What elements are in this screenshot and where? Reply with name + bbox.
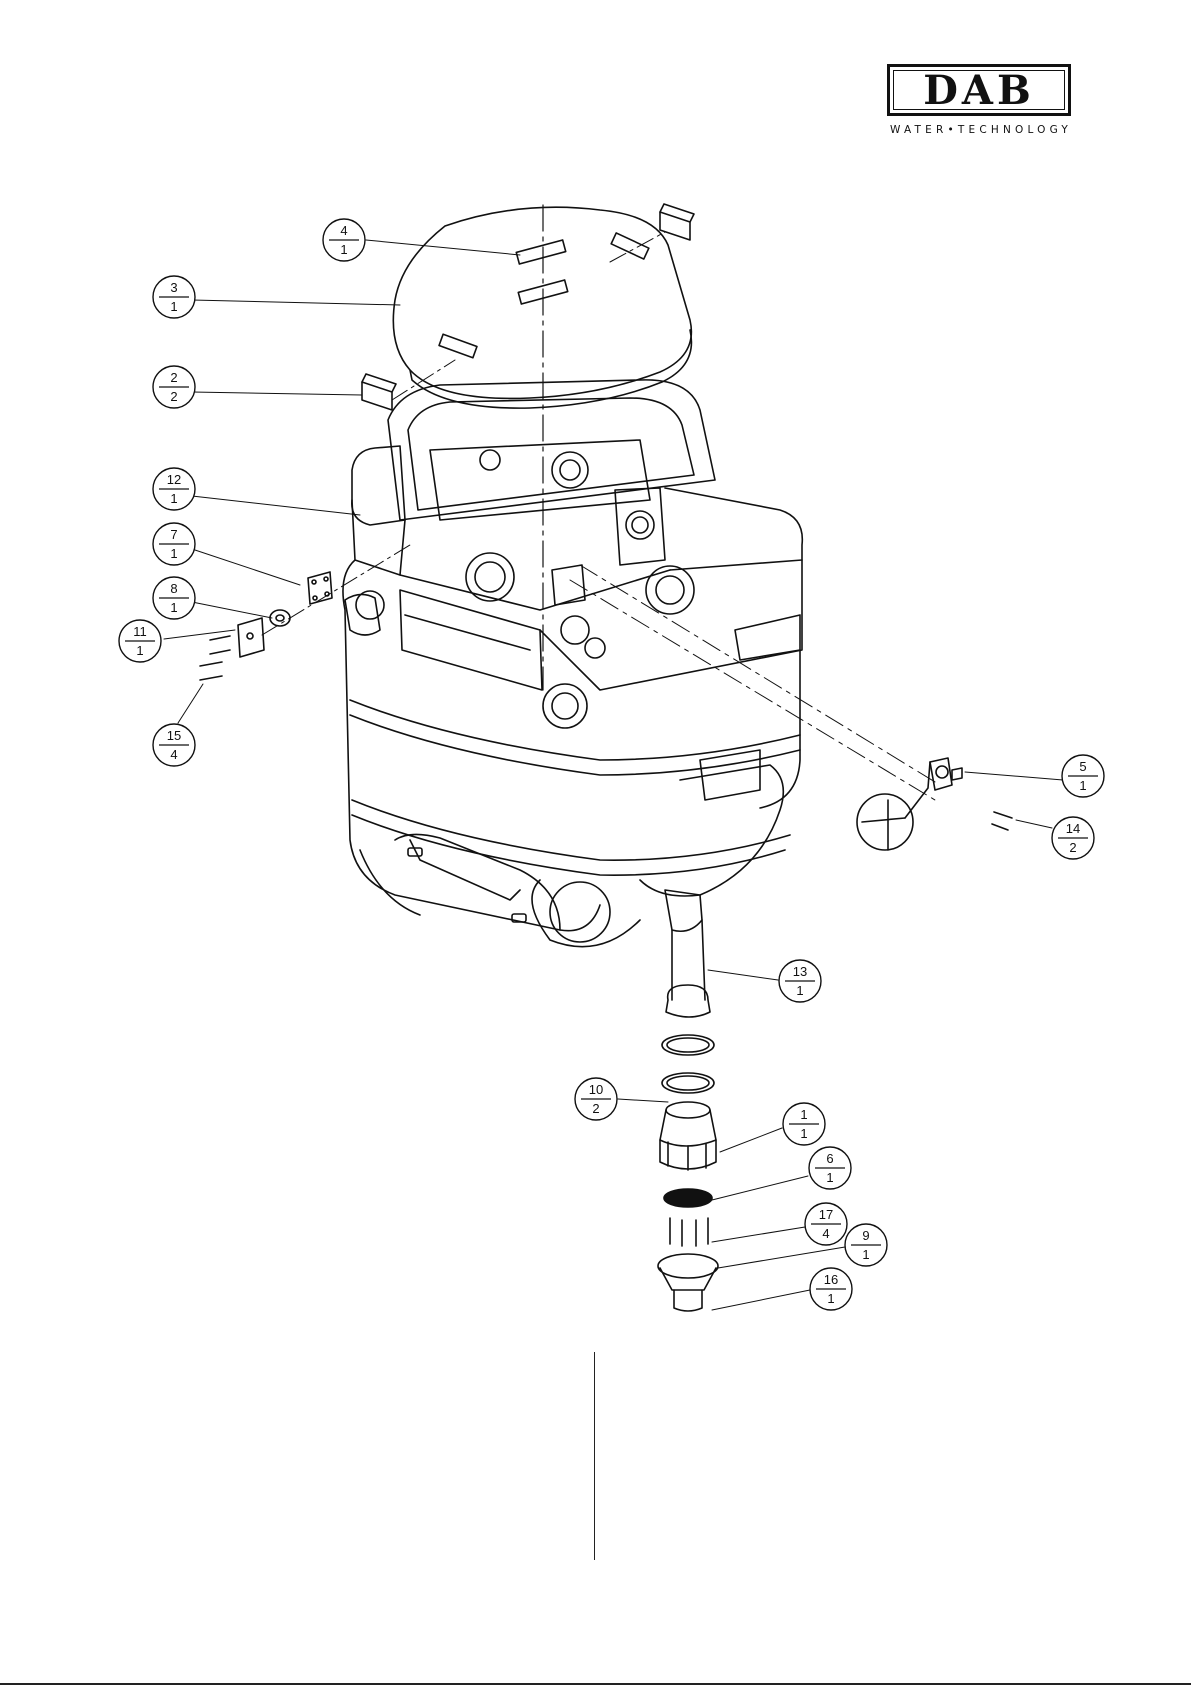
callout-15: 154: [153, 724, 195, 766]
callout-14-qty: 2: [1069, 840, 1076, 855]
callout-7-part: 7: [170, 527, 177, 542]
base-fitting: [658, 1254, 718, 1311]
callout-2-qty: 2: [170, 389, 177, 404]
discharge-pipe: [665, 890, 710, 1017]
callout-5: 51: [1062, 755, 1104, 797]
callout-4-part: 4: [340, 223, 347, 238]
callout-1: 11: [783, 1103, 825, 1145]
hinge-clip-left: [362, 374, 396, 410]
callout-12-qty: 1: [170, 491, 177, 506]
callout-11-part: 11: [133, 624, 147, 639]
callout-16: 161: [810, 1268, 852, 1310]
callout-10-qty: 2: [592, 1101, 599, 1116]
screws-15: [200, 636, 230, 680]
tank-top: [388, 380, 715, 520]
callout-2: 22: [153, 366, 195, 408]
callout-3: 31: [153, 276, 195, 318]
callout-6-qty: 1: [826, 1170, 833, 1185]
callout-15-part: 15: [167, 728, 181, 743]
callout-11-qty: 1: [136, 643, 143, 658]
callout-9-part: 9: [862, 1228, 869, 1243]
callout-14: 142: [1052, 817, 1094, 859]
callout-10-part: 10: [589, 1082, 603, 1097]
callout-9-qty: 1: [862, 1247, 869, 1262]
callout-3-part: 3: [170, 280, 177, 295]
float-switch-assembly: [857, 758, 962, 850]
callout-4: 41: [323, 219, 365, 261]
exploded-parts-drawing: 41 31 22 121 71 81 111 154 51 142 131 10…: [0, 0, 1191, 1330]
callout-7-qty: 1: [170, 546, 177, 561]
callout-8-qty: 1: [170, 600, 177, 615]
callout-15-qty: 4: [170, 747, 177, 762]
washer-8: [270, 610, 290, 626]
callout-8: 81: [153, 577, 195, 619]
callout-13-qty: 1: [796, 983, 803, 998]
callout-6-part: 6: [826, 1151, 833, 1166]
callout-14-part: 14: [1066, 821, 1080, 836]
callout-11: 111: [119, 620, 161, 662]
hinge-clip-right: [660, 204, 694, 240]
callout-1-qty: 1: [800, 1126, 807, 1141]
column-divider: [594, 1352, 595, 1560]
callout-16-qty: 1: [827, 1291, 834, 1306]
callout-2-part: 2: [170, 370, 177, 385]
callout-8-part: 8: [170, 581, 177, 596]
callout-9: 91: [845, 1224, 887, 1266]
screws-17: [670, 1218, 708, 1246]
lid-part: [393, 207, 691, 408]
callout-16-part: 16: [824, 1272, 838, 1287]
union-nut: [660, 1102, 716, 1170]
callout-5-part: 5: [1079, 759, 1086, 774]
callout-5-qty: 1: [1079, 778, 1086, 793]
callout-17-part: 17: [819, 1207, 833, 1222]
cover-plate-11: [238, 618, 264, 657]
callout-12: 121: [153, 468, 195, 510]
callout-13-part: 13: [793, 964, 807, 979]
callout-6: 61: [809, 1147, 851, 1189]
filter-mesh: [664, 1189, 712, 1207]
callout-1-part: 1: [800, 1107, 807, 1122]
callout-13: 131: [779, 960, 821, 1002]
callout-7: 71: [153, 523, 195, 565]
callout-17-qty: 4: [822, 1226, 829, 1241]
callout-10: 102: [575, 1078, 617, 1120]
callout-4-qty: 1: [340, 242, 347, 257]
callout-3-qty: 1: [170, 299, 177, 314]
screws-14: [992, 812, 1012, 830]
callout-12-part: 12: [167, 472, 181, 487]
callout-17: 174: [805, 1203, 847, 1245]
callout-group: 41 31 22 121 71 81 111 154 51 142 131 10…: [119, 219, 1104, 1310]
